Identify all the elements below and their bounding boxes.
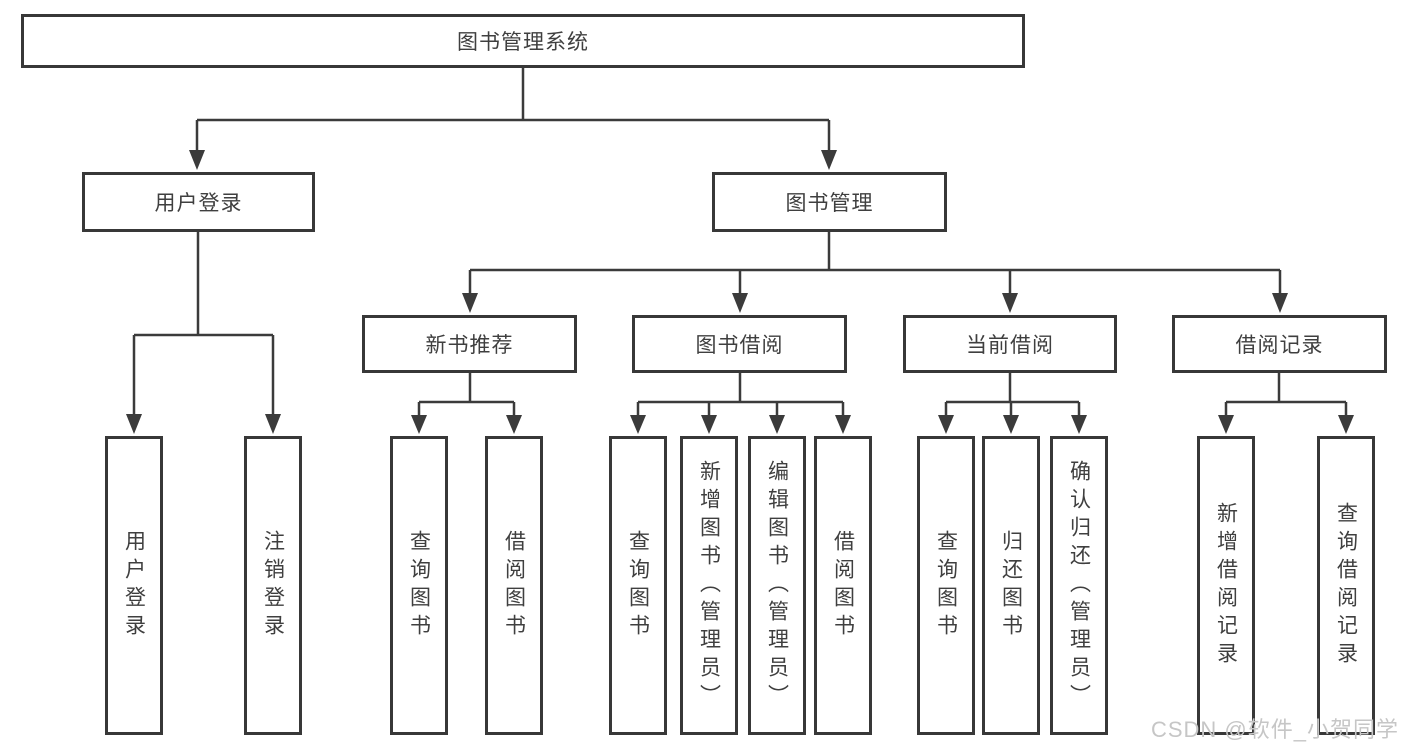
- node-root: 图书管理系统: [21, 14, 1025, 68]
- node-label: 编辑图书（管理员）: [765, 459, 789, 712]
- leaf-query-borrow-record: 查询借阅记录: [1317, 436, 1375, 735]
- node-label: 图书借阅: [695, 334, 784, 357]
- node-label: 借阅图书: [831, 529, 855, 642]
- node-borrowing-records: 借阅记录: [1172, 315, 1387, 373]
- leaf-confirm-return-admin: 确认归还（管理员）: [1050, 436, 1108, 735]
- node-label: 新增借阅记录: [1214, 501, 1238, 670]
- node-label: 借阅记录: [1235, 334, 1324, 357]
- node-label: 图书管理: [785, 192, 874, 215]
- leaf-borrow-books-recommend: 借阅图书: [485, 436, 543, 735]
- leaf-logout: 注销登录: [244, 436, 302, 735]
- leaf-add-borrow-record: 新增借阅记录: [1197, 436, 1255, 735]
- leaf-query-books-current: 查询图书: [917, 436, 975, 735]
- node-label: 新增图书（管理员）: [697, 459, 721, 712]
- leaf-query-books-recommend: 查询图书: [390, 436, 448, 735]
- node-label: 查询图书: [626, 529, 650, 642]
- leaf-query-books-borrowing: 查询图书: [609, 436, 667, 735]
- node-label: 用户登录: [154, 192, 243, 215]
- node-label: 新书推荐: [425, 334, 514, 357]
- node-label: 借阅图书: [502, 529, 526, 642]
- leaf-add-book-admin: 新增图书（管理员）: [680, 436, 738, 735]
- leaf-edit-book-admin: 编辑图书（管理员）: [748, 436, 806, 735]
- leaf-borrow-books: 借阅图书: [814, 436, 872, 735]
- node-book-borrowing: 图书借阅: [632, 315, 847, 373]
- node-book-management: 图书管理: [712, 172, 947, 232]
- node-label: 图书管理系统: [457, 31, 589, 54]
- node-label: 注销登录: [261, 529, 285, 642]
- node-label: 当前借阅: [966, 334, 1054, 357]
- node-user-login: 用户登录: [82, 172, 315, 232]
- node-new-book-recommend: 新书推荐: [362, 315, 577, 373]
- leaf-user-login: 用户登录: [105, 436, 163, 735]
- node-label: 查询图书: [407, 529, 431, 642]
- node-label: 查询借阅记录: [1334, 501, 1358, 670]
- leaf-return-books: 归还图书: [982, 436, 1040, 735]
- node-label: 用户登录: [122, 529, 146, 642]
- node-current-borrowing: 当前借阅: [903, 315, 1117, 373]
- node-label: 归还图书: [999, 529, 1023, 642]
- node-label: 确认归还（管理员）: [1067, 459, 1091, 712]
- node-label: 查询图书: [934, 529, 958, 642]
